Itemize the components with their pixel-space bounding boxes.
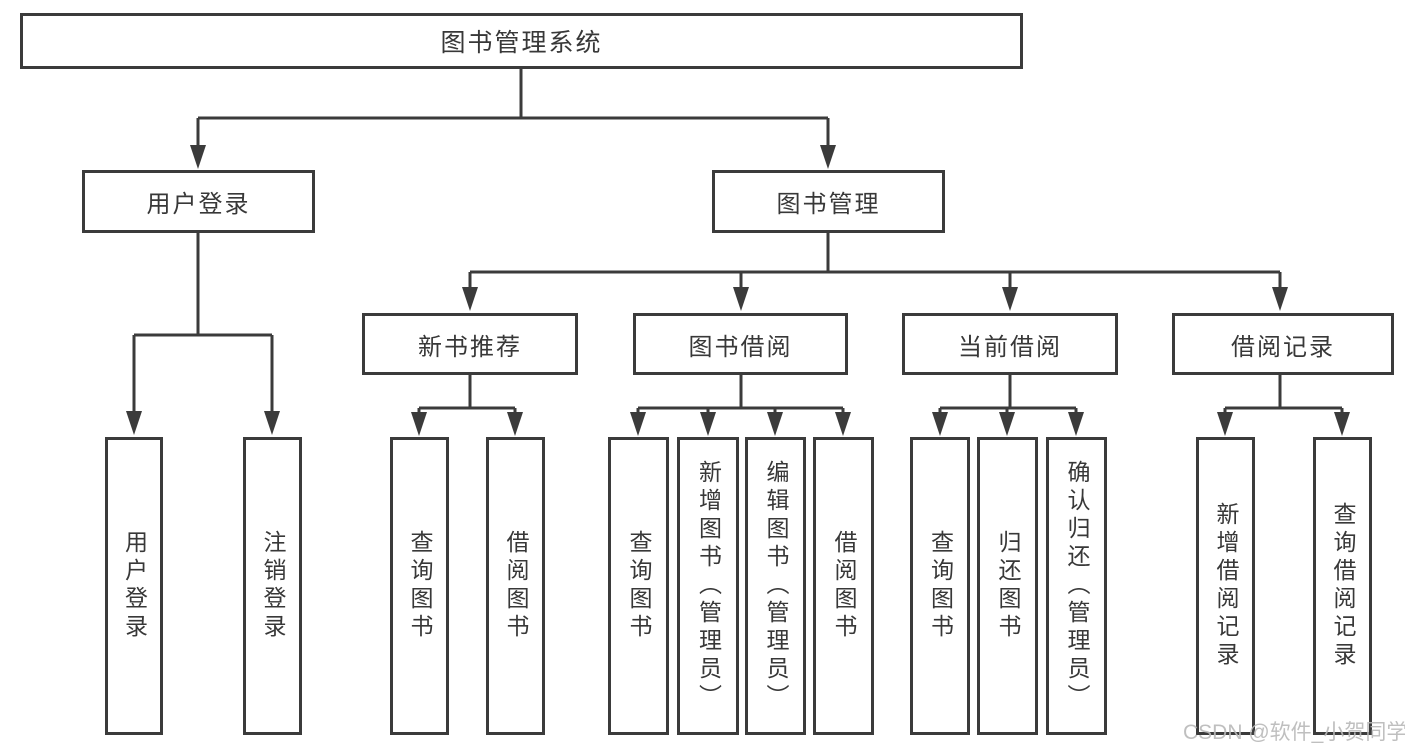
csdn-watermark: CSDN @软件_小贺同学 <box>1183 721 1405 744</box>
leaf-label: 查询图书 <box>626 530 652 642</box>
leaf-search-books-recommend: 查询图书 <box>390 437 449 735</box>
leaf-logout: 注销登录 <box>243 437 302 735</box>
node-book-borrowing: 图书借阅 <box>633 313 848 375</box>
leaf-add-borrow-record: 新增借阅记录 <box>1196 437 1255 735</box>
node-book-management: 图书管理 <box>712 170 945 233</box>
leaf-search-borrow-record: 查询借阅记录 <box>1313 437 1372 735</box>
node-label: 图书借阅 <box>688 333 793 361</box>
leaf-search-books-current: 查询图书 <box>910 437 970 735</box>
node-user-login: 用户登录 <box>82 170 315 233</box>
leaf-label: 用户登录 <box>121 530 148 642</box>
leaf-label: 查询图书 <box>407 530 433 642</box>
leaf-label: 确认归还（管理员） <box>1064 460 1090 712</box>
node-borrowing-records: 借阅记录 <box>1172 313 1394 375</box>
node-library-management-system: 图书管理系统 <box>20 13 1023 69</box>
leaf-return-books: 归还图书 <box>977 437 1038 735</box>
leaf-label: 编辑图书（管理员） <box>763 460 789 712</box>
node-label: 图书管理 <box>776 191 881 218</box>
leaf-borrow-books-recommend: 借阅图书 <box>486 437 545 735</box>
node-label: 当前借阅 <box>958 333 1062 361</box>
leaf-label: 归还图书 <box>995 530 1021 642</box>
leaf-label: 注销登录 <box>260 530 286 642</box>
leaf-edit-books-admin: 编辑图书（管理员） <box>745 437 806 735</box>
node-label: 用户登录 <box>146 191 251 218</box>
leaf-label: 借阅图书 <box>831 530 857 642</box>
leaf-borrow-books: 借阅图书 <box>813 437 874 735</box>
node-current-borrowing: 当前借阅 <box>902 313 1118 375</box>
leaf-label: 查询图书 <box>927 530 954 642</box>
leaf-label: 新增借阅记录 <box>1213 502 1239 670</box>
leaf-label: 新增图书（管理员） <box>695 460 722 712</box>
leaf-label: 借阅图书 <box>503 530 529 642</box>
node-label: 图书管理系统 <box>440 29 603 57</box>
node-label: 借阅记录 <box>1231 333 1335 361</box>
leaf-add-books-admin: 新增图书（管理员） <box>677 437 739 735</box>
leaf-label: 查询借阅记录 <box>1330 502 1356 670</box>
node-new-book-recommend: 新书推荐 <box>362 313 578 375</box>
leaf-user-login: 用户登录 <box>105 437 163 735</box>
node-label: 新书推荐 <box>418 333 522 361</box>
leaf-confirm-return-admin: 确认归还（管理员） <box>1046 437 1107 735</box>
leaf-search-books-borrowing: 查询图书 <box>608 437 669 735</box>
